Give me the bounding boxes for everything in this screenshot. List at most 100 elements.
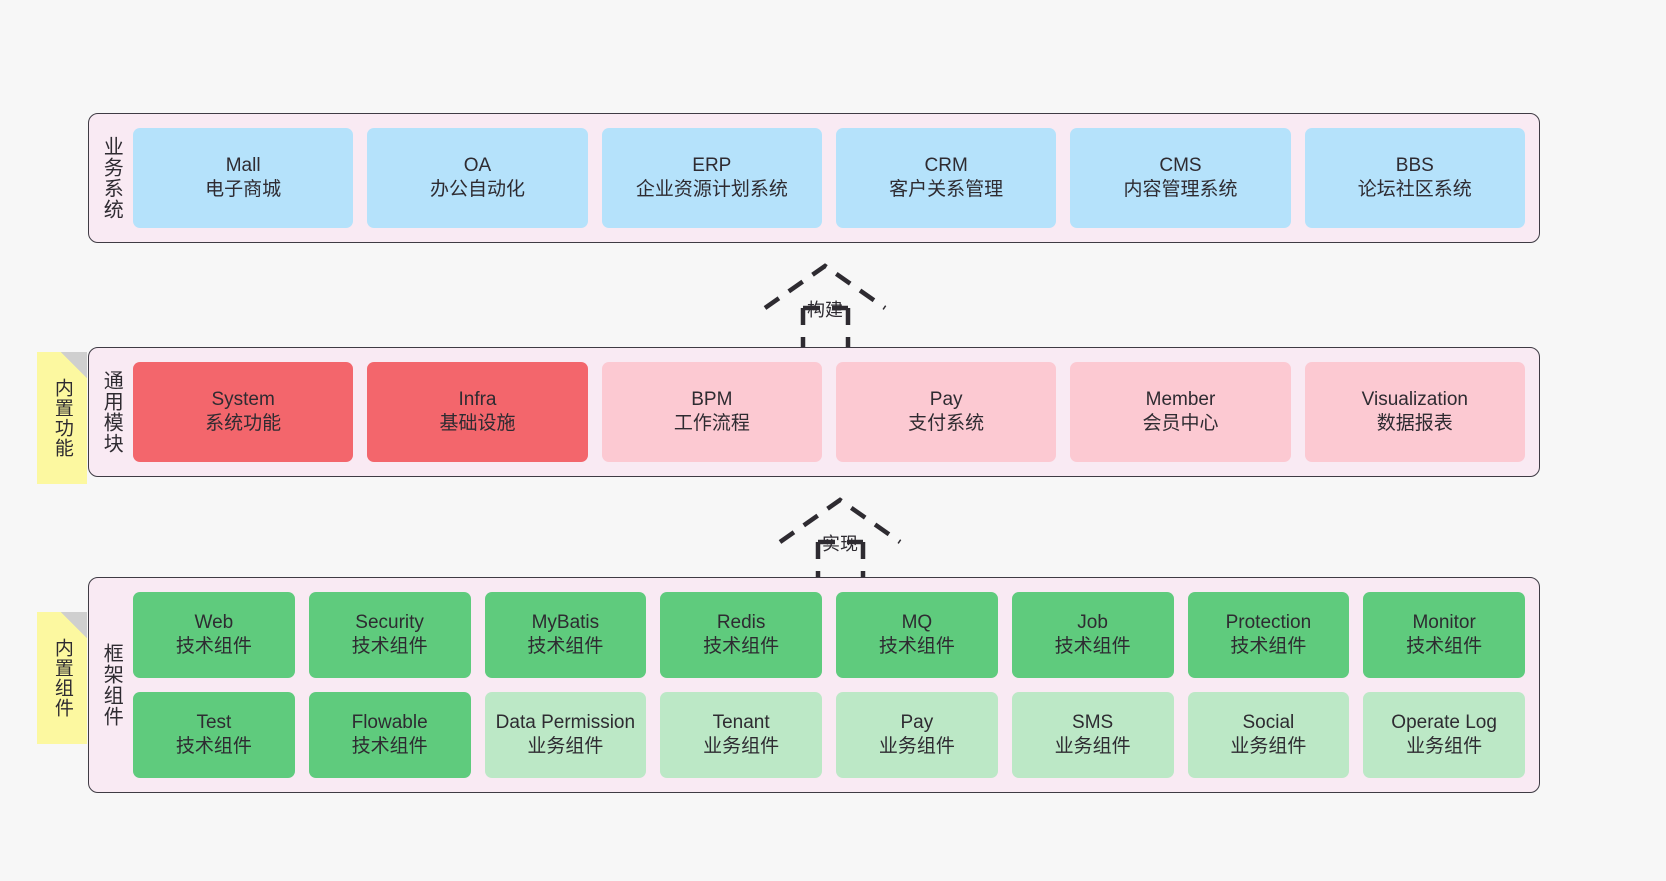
node-title: Operate Log bbox=[1391, 711, 1497, 733]
node-subtitle: 技术组件 bbox=[878, 636, 955, 657]
node-subtitle: 工作流程 bbox=[673, 413, 750, 434]
node-redis[interactable]: Redis 技术组件 bbox=[660, 592, 822, 678]
node-subtitle: 基础设施 bbox=[439, 413, 516, 434]
node-subtitle: 技术组件 bbox=[1054, 636, 1131, 657]
node-subtitle: 客户关系管理 bbox=[889, 179, 1004, 200]
node-title: Mall bbox=[225, 154, 261, 176]
node-title: Visualization bbox=[1361, 388, 1468, 410]
node-title: MyBatis bbox=[531, 611, 600, 633]
node-title: Member bbox=[1145, 388, 1216, 410]
node-subtitle: 系统功能 bbox=[205, 413, 282, 434]
node-pay[interactable]: Pay 支付系统 bbox=[835, 362, 1057, 462]
node-sms[interactable]: SMS 业务组件 bbox=[1011, 692, 1174, 778]
node-title: Pay bbox=[929, 388, 963, 410]
node-title: Monitor bbox=[1412, 611, 1476, 633]
node-subtitle: 电子商城 bbox=[205, 179, 282, 200]
node-system[interactable]: System 系统功能 bbox=[133, 362, 354, 462]
note-builtin-components: 内置组件 bbox=[37, 612, 87, 744]
node-mall[interactable]: Mall 电子商城 bbox=[133, 128, 354, 228]
arrowhead-open-dashed bbox=[778, 497, 902, 544]
node-title: Test bbox=[196, 711, 232, 733]
node-title: System bbox=[211, 388, 275, 410]
note-fold-corner-icon bbox=[61, 612, 87, 638]
note-builtin-features: 内置功能 bbox=[37, 352, 87, 484]
node-social[interactable]: Social 业务组件 bbox=[1187, 692, 1350, 778]
node-subtitle: 业务组件 bbox=[527, 736, 604, 757]
node-crm[interactable]: CRM 客户关系管理 bbox=[835, 128, 1057, 228]
node-bbs[interactable]: BBS 论坛社区系统 bbox=[1304, 128, 1525, 228]
connector-build-label: 构建 bbox=[807, 300, 843, 320]
node-title: BBS bbox=[1395, 154, 1434, 176]
node-title: OA bbox=[463, 154, 492, 176]
node-subtitle: 业务组件 bbox=[1406, 736, 1483, 757]
node-subtitle: 技术组件 bbox=[703, 636, 780, 657]
node-subtitle: 技术组件 bbox=[351, 736, 428, 757]
node-subtitle: 技术组件 bbox=[175, 736, 252, 757]
node-data-permission[interactable]: Data Permission 业务组件 bbox=[484, 692, 647, 778]
node-title: Infra bbox=[458, 388, 497, 410]
connector-implement: 实现 bbox=[775, 492, 925, 584]
node-subtitle: 论坛社区系统 bbox=[1357, 179, 1472, 200]
node-title: CRM bbox=[924, 154, 968, 176]
arrowhead-open-dashed bbox=[763, 263, 887, 310]
node-subtitle: 支付系统 bbox=[908, 413, 985, 434]
node-subtitle: 技术组件 bbox=[1406, 636, 1483, 657]
node-subtitle: 技术组件 bbox=[175, 636, 252, 657]
node-title: Protection bbox=[1225, 611, 1312, 633]
node-title: Social bbox=[1242, 711, 1295, 733]
layer-title-business: 业务系统 bbox=[100, 136, 123, 220]
node-pay[interactable]: Pay 业务组件 bbox=[836, 692, 998, 778]
node-subtitle: 业务组件 bbox=[878, 736, 955, 757]
node-subtitle: 业务组件 bbox=[1230, 736, 1307, 757]
connector-build: 构建 bbox=[760, 258, 910, 350]
node-subtitle: 会员中心 bbox=[1142, 413, 1219, 434]
node-operate-log[interactable]: Operate Log 业务组件 bbox=[1363, 692, 1525, 778]
node-subtitle: 办公自动化 bbox=[429, 179, 525, 200]
connector-implement-label: 实现 bbox=[822, 534, 858, 554]
note-fold-corner-icon bbox=[61, 352, 87, 378]
node-cms[interactable]: CMS 内容管理系统 bbox=[1070, 128, 1291, 228]
node-title: CMS bbox=[1159, 154, 1202, 176]
node-job[interactable]: Job 技术组件 bbox=[1011, 592, 1174, 678]
node-title: Redis bbox=[716, 611, 766, 633]
node-test[interactable]: Test 技术组件 bbox=[133, 692, 295, 778]
node-monitor[interactable]: Monitor 技术组件 bbox=[1363, 592, 1525, 678]
node-title: Job bbox=[1077, 611, 1108, 633]
layer-common-modules: 通用模块 System 系统功能 Infra 基础设施 BPM 工作流程 Pay 支付系统 Me… bbox=[88, 347, 1540, 477]
node-subtitle: 企业资源计划系统 bbox=[635, 179, 788, 200]
node-mybatis[interactable]: MyBatis 技术组件 bbox=[484, 592, 647, 678]
node-oa[interactable]: OA 办公自动化 bbox=[367, 128, 588, 228]
node-bpm[interactable]: BPM 工作流程 bbox=[601, 362, 822, 462]
node-title: Tenant bbox=[712, 711, 770, 733]
layer-title-common: 通用模块 bbox=[100, 370, 123, 454]
node-subtitle: 技术组件 bbox=[351, 636, 428, 657]
node-infra[interactable]: Infra 基础设施 bbox=[367, 362, 588, 462]
node-title: Data Permission bbox=[495, 711, 636, 733]
node-title: SMS bbox=[1072, 711, 1114, 733]
node-title: BPM bbox=[691, 388, 733, 410]
node-subtitle: 内容管理系统 bbox=[1123, 179, 1238, 200]
node-subtitle: 技术组件 bbox=[527, 636, 604, 657]
layer-title-framework: 框架组件 bbox=[100, 643, 123, 727]
note-builtin-features-label: 内置功能 bbox=[51, 378, 73, 458]
node-title: Security bbox=[355, 611, 424, 633]
node-security[interactable]: Security 技术组件 bbox=[308, 592, 471, 678]
node-row: System 系统功能 Infra 基础设施 BPM 工作流程 Pay 支付系统 Member 会… bbox=[133, 362, 1525, 462]
node-title: Web bbox=[194, 611, 234, 633]
node-web[interactable]: Web 技术组件 bbox=[133, 592, 295, 678]
node-title: Pay bbox=[900, 711, 934, 733]
node-subtitle: 业务组件 bbox=[1054, 736, 1131, 757]
node-member[interactable]: Member 会员中心 bbox=[1070, 362, 1291, 462]
